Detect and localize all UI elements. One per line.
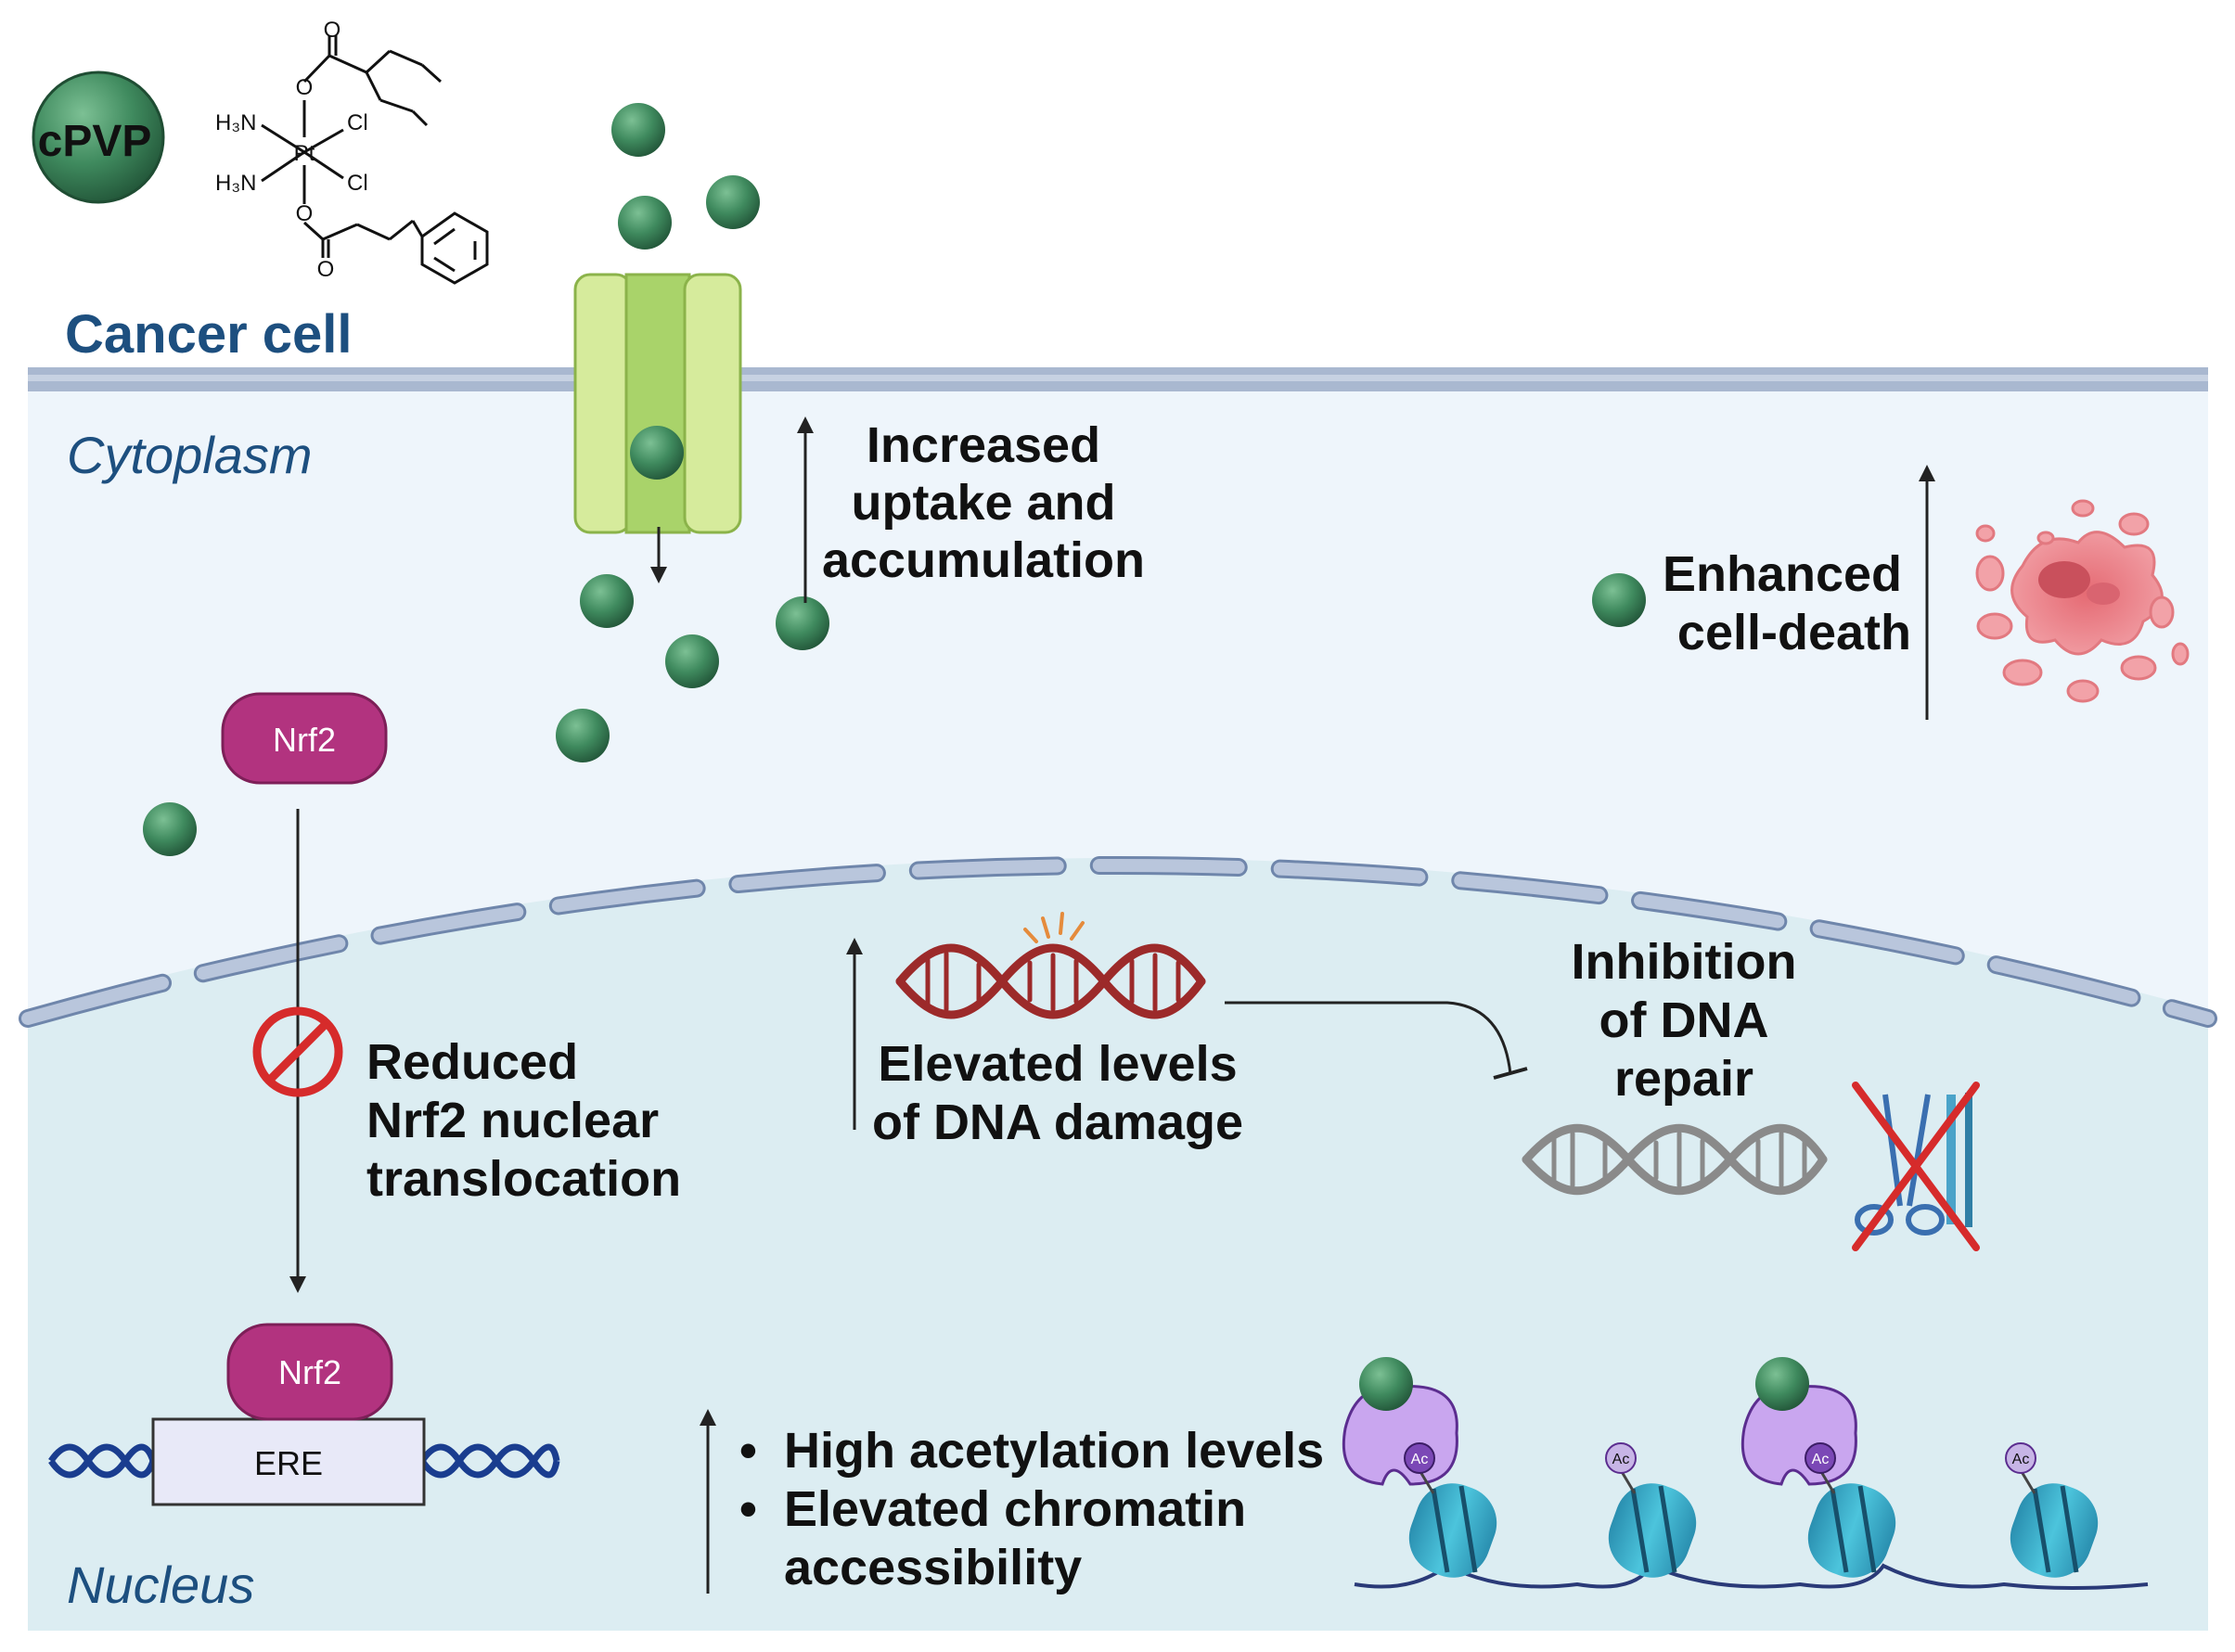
drug-particle — [776, 596, 829, 650]
nucleosome — [1608, 1483, 1697, 1578]
nrf2-reduced-text-line2: Nrf2 nuclear — [366, 1093, 659, 1148]
ere-box — [151, 1417, 426, 1506]
cell-death-text-line1: Enhanced — [1663, 546, 1902, 602]
repair-inhibition-bar — [1493, 1067, 1528, 1080]
cpvp-chemical-structure — [261, 35, 489, 285]
nucleus-label: Nucleus — [67, 1556, 254, 1614]
cpvp-badge: cPVP — [32, 70, 165, 204]
nucleosome — [1408, 1483, 1497, 1578]
drug-particle — [1359, 1357, 1413, 1411]
drug-particle — [1755, 1357, 1809, 1411]
chem-pt: Pt — [294, 141, 315, 166]
acetyl-tag-label: Ac — [2012, 1452, 2030, 1467]
membrane-channel — [573, 273, 742, 534]
nrf2-cytoplasm-protein — [221, 692, 388, 785]
plasma-membrane-inner — [28, 375, 2208, 381]
cancer-cell-label: Cancer cell — [65, 304, 353, 365]
dna-break-icon — [1023, 912, 1085, 943]
acetyl-tag-label: Ac — [1812, 1452, 1830, 1467]
chem-o-bottom: O — [317, 257, 335, 282]
acetyl-tag — [1605, 1442, 1637, 1474]
acetyl-tag — [1805, 1442, 1836, 1474]
repair-inhibition-line — [1225, 1001, 1512, 1075]
acetylation-bullet-1: • — [739, 1423, 757, 1479]
dna-damage-text-line2: of DNA damage — [872, 1095, 1243, 1150]
dna-repair-text-line3: repair — [1614, 1051, 1753, 1107]
nucleus-region — [28, 858, 2208, 1631]
chem-o-top: O — [324, 18, 341, 43]
uptake-text-line1: Increased — [867, 417, 1100, 473]
uptake-text-line2: uptake and — [851, 475, 1115, 531]
chem-cl-top: Cl — [347, 110, 368, 135]
nrf2-reduced-text-line1: Reduced — [366, 1034, 578, 1090]
nuclear-envelope — [21, 859, 2215, 1025]
acetyl-tag — [2005, 1442, 2036, 1474]
nrf2-nucleus-protein — [226, 1323, 393, 1421]
intact-dna-helix — [1522, 1123, 1828, 1196]
nrf2-reduced-text-line3: translocation — [366, 1151, 681, 1207]
chem-cl-bottom: Cl — [347, 171, 368, 196]
acetylation-bullet-2: • — [739, 1481, 757, 1537]
acetyl-tag-label: Ac — [1411, 1452, 1429, 1467]
acetyl-tag — [1404, 1442, 1435, 1474]
drug-particle — [580, 574, 634, 628]
drug-particle — [706, 175, 760, 229]
chem-h3n-top: H₃N — [215, 110, 256, 135]
chem-o-upper: O — [296, 75, 314, 100]
chem-h3n-bottom: H₃N — [215, 171, 256, 196]
dying-cell-icon — [1975, 499, 2190, 703]
drug-particle — [143, 802, 197, 856]
ere-dna-strand — [48, 1443, 560, 1479]
cross-out-icon — [1852, 1082, 1980, 1251]
drug-particles — [143, 103, 1646, 856]
acetyl-tag-label: Ac — [1612, 1452, 1630, 1467]
ere-label: ERE — [254, 1444, 323, 1482]
chem-o-lower: O — [296, 201, 314, 226]
drug-particle — [618, 196, 672, 250]
dna-repair-text-line1: Inhibition — [1572, 934, 1797, 990]
nrf2-cytoplasm-label: Nrf2 — [273, 721, 336, 759]
nrf2-nucleus-label: Nrf2 — [278, 1353, 341, 1391]
drug-particle — [665, 634, 719, 688]
nucleosome — [1807, 1483, 1896, 1578]
cell-death-text-line2: cell-death — [1677, 605, 1911, 660]
nucleosome — [2010, 1483, 2099, 1578]
acetylation-text-line1: High acetylation levels — [784, 1423, 1324, 1479]
drug-particle — [1592, 573, 1646, 627]
cytoplasm-label: Cytoplasm — [67, 426, 313, 484]
drug-particle — [630, 426, 684, 480]
dna-damage-text-line1: Elevated levels — [878, 1036, 1237, 1092]
acetylation-text-line3: accessibility — [784, 1540, 1082, 1595]
no-entry-icon — [252, 1006, 343, 1097]
uptake-text-line3: accumulation — [822, 532, 1145, 588]
damaged-dna-helix — [895, 943, 1206, 1019]
chromatin-fiber: Ac Ac Ac Ac — [1342, 1357, 2149, 1590]
drug-particle — [611, 103, 665, 157]
dna-repair-text-line2: of DNA — [1599, 992, 1769, 1048]
cpvp-badge-label: cPVP — [38, 117, 152, 166]
drug-particle — [556, 709, 610, 762]
acetylation-text-line2: Elevated chromatin — [784, 1481, 1246, 1537]
